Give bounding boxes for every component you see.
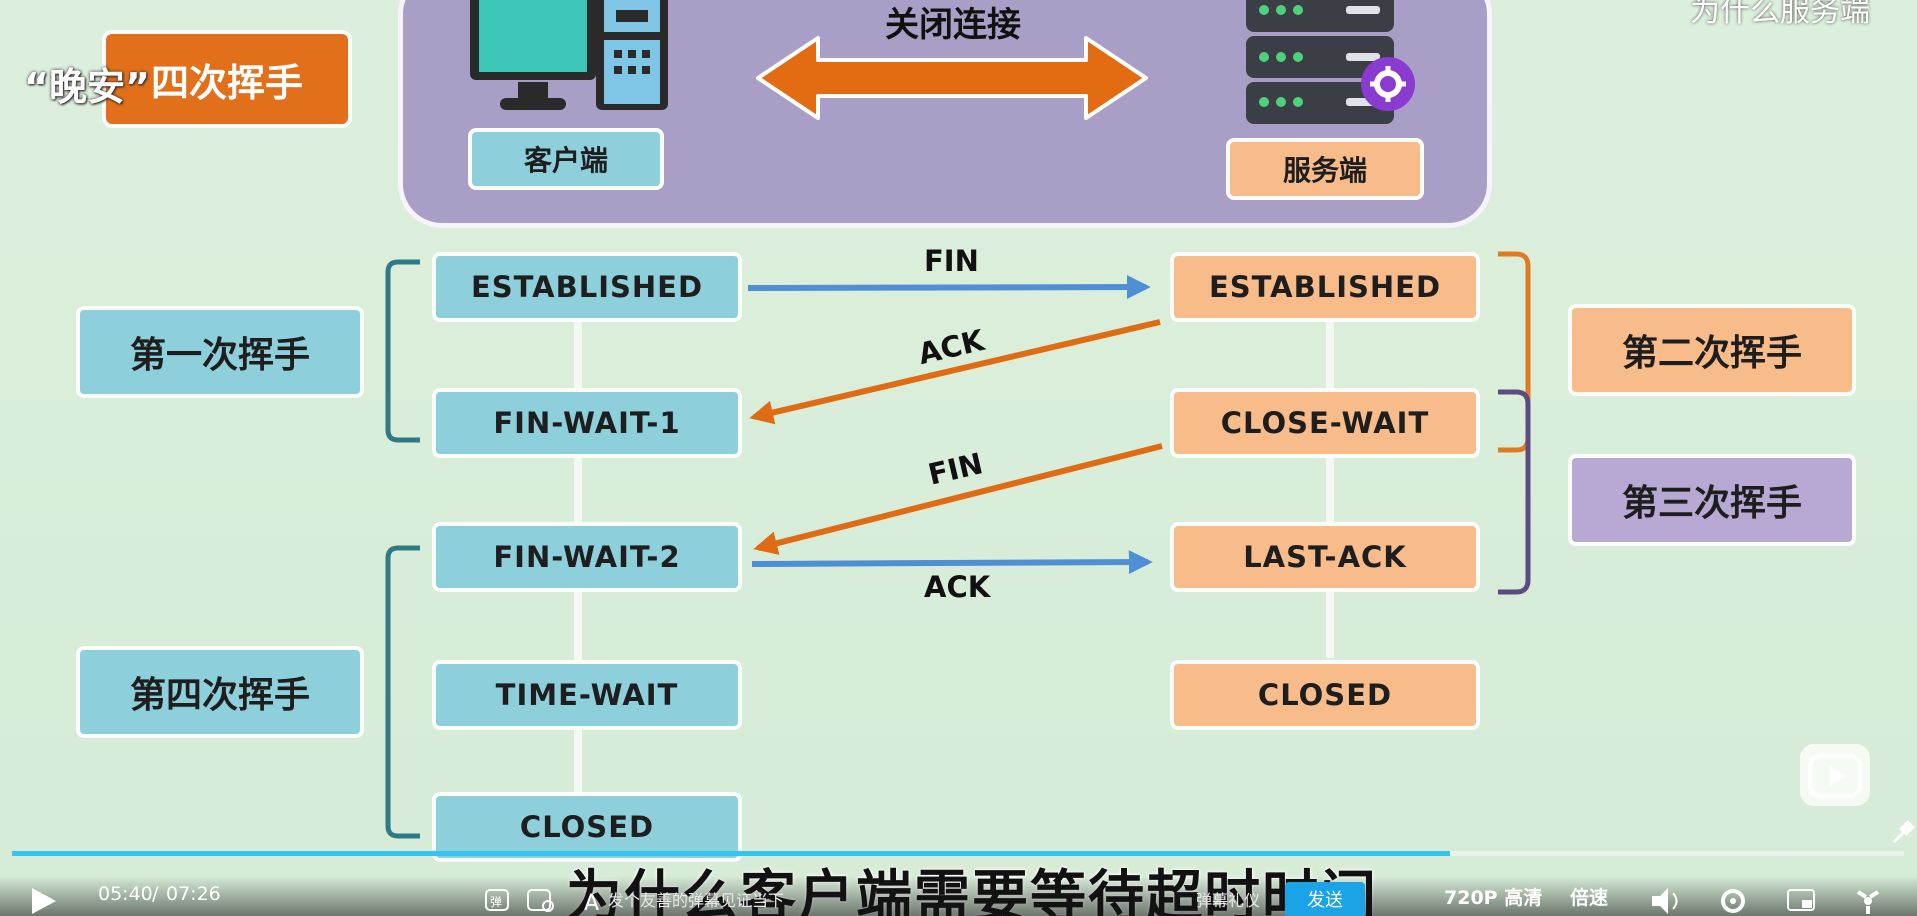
quality-selector[interactable]: 720P 高清	[1444, 887, 1543, 909]
top-right-caption: 为什么服务端	[1690, 0, 1870, 29]
server-state-closed: CLOSED	[1170, 660, 1480, 730]
danmaku-placeholder: 发个友善的弹幕见证当下	[608, 891, 785, 910]
fin-label-2: FIN	[924, 446, 986, 492]
progress-fill	[12, 851, 1450, 856]
client-state-fin-wait-1: FIN-WAIT-1	[432, 388, 742, 458]
bilibili-tv-icon[interactable]	[1800, 744, 1870, 806]
ack-label-2: ACK	[924, 570, 991, 604]
client-state-established: ESTABLISHED	[432, 252, 742, 322]
server-state-close-wait: CLOSE-WAIT	[1170, 388, 1480, 458]
client-state-closed: CLOSED	[432, 792, 742, 862]
page-title: 四次挥手	[102, 30, 352, 128]
server-state-established: ESTABLISHED	[1170, 252, 1480, 322]
server-label: 服务端	[1226, 138, 1424, 200]
player-control-bar	[0, 876, 1917, 916]
goodnight-caption: “晚安”	[24, 65, 150, 109]
third-wave-bracket	[1498, 389, 1531, 595]
fin-label-1: FIN	[924, 244, 979, 278]
fourth-wave-bracket	[385, 545, 420, 839]
fin-arrow-1	[747, 275, 1151, 300]
progress-bar[interactable]	[12, 851, 1904, 856]
first-wave-bracket	[385, 259, 420, 443]
danmaku-etiquette-link[interactable]: 弹幕礼仪	[1196, 891, 1261, 910]
third-wave-label: 第三次挥手	[1568, 454, 1856, 546]
close-connection-label: 关闭连接	[885, 4, 1021, 45]
first-wave-label: 第一次挥手	[76, 306, 364, 398]
play-circle-icon	[1808, 754, 1862, 798]
time-separator: /	[152, 883, 159, 905]
ack-label-1: ACK	[915, 322, 988, 372]
client-label: 客户端	[468, 128, 664, 190]
total-time: 07:26	[166, 883, 221, 905]
ack-arrow-2	[751, 550, 1153, 575]
speed-selector[interactable]: 倍速	[1570, 887, 1609, 909]
second-wave-label: 第二次挥手	[1568, 304, 1856, 396]
send-button[interactable]: 发送	[1285, 882, 1365, 916]
client-state-time-wait: TIME-WAIT	[432, 660, 742, 730]
server-timeline	[1326, 318, 1334, 658]
current-time: 05:40	[98, 883, 153, 905]
server-state-last-ack: LAST-ACK	[1170, 522, 1480, 592]
danmaku-input[interactable]: 发个友善的弹幕见证当下 弹幕礼仪	[608, 887, 1278, 913]
second-wave-bracket	[1498, 251, 1531, 453]
fourth-wave-label: 第四次挥手	[76, 646, 364, 738]
client-state-fin-wait-2: FIN-WAIT-2	[432, 522, 742, 592]
